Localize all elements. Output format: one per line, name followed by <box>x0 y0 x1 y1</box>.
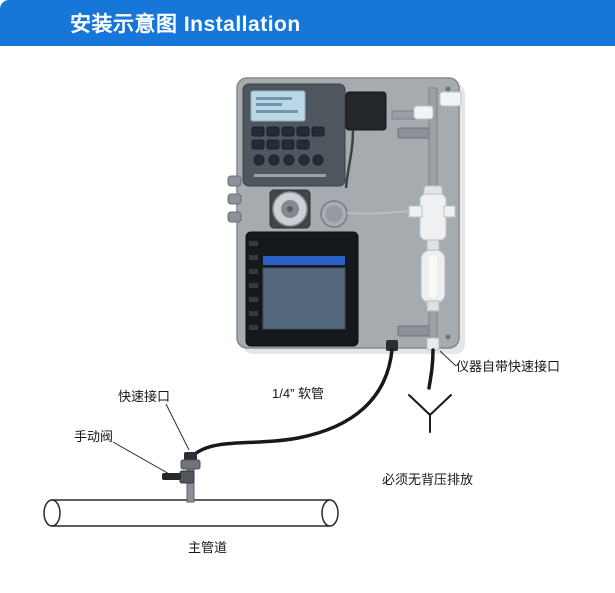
elbow-fitting-inlet <box>413 105 434 120</box>
tubing-assembly <box>391 87 462 351</box>
pressure-regulator <box>408 185 456 241</box>
keypad-buttons <box>251 126 325 166</box>
measuring-chamber <box>245 231 359 347</box>
title-banner: 安装示意图 Installation <box>0 0 615 46</box>
dosing-pump <box>269 189 311 229</box>
controller-unit <box>242 83 346 187</box>
internal-tube <box>344 129 355 189</box>
leader-lines <box>112 350 457 476</box>
elbow-fitting-top <box>439 91 462 107</box>
connector-nut <box>180 459 201 470</box>
main-pipeline <box>43 499 339 527</box>
brand-text-strip <box>254 174 326 177</box>
outlet-quick-connector <box>426 337 440 351</box>
reagent-bottle-cap <box>320 200 348 228</box>
lcd-text-lines <box>256 97 298 113</box>
vent-grille <box>249 241 258 330</box>
mount-bracket-top <box>397 127 433 139</box>
drain-tube <box>427 348 435 390</box>
page-title: 安装示意图 Installation <box>70 13 301 36</box>
sample-hose <box>193 348 394 456</box>
label-hose: 1/4” 软管 <box>272 386 325 401</box>
mount-bracket-bottom <box>397 325 433 337</box>
chamber-label-band <box>263 256 345 265</box>
reagent-tube <box>346 210 413 215</box>
valve-assembly <box>162 452 201 503</box>
label-main-pipeline: 主管道 <box>188 540 228 555</box>
drain-symbol <box>408 394 452 433</box>
filter-housing <box>420 239 446 312</box>
pipe-quick-connector <box>184 452 197 461</box>
chamber-window <box>262 267 346 330</box>
label-quick-connector: 快速接口 <box>118 389 171 404</box>
left-cable-glands <box>227 175 242 223</box>
label-manual-valve: 手动阀 <box>74 429 114 444</box>
junction-box <box>344 91 387 189</box>
valve-body <box>179 470 195 484</box>
label-instrument-quick-connector: 仪器自带快速接口 <box>456 359 561 374</box>
valve-handle <box>162 473 181 480</box>
label-drain-no-backpressure: 必须无背压排放 <box>382 472 474 487</box>
sample-outlet-fitting <box>386 340 398 351</box>
